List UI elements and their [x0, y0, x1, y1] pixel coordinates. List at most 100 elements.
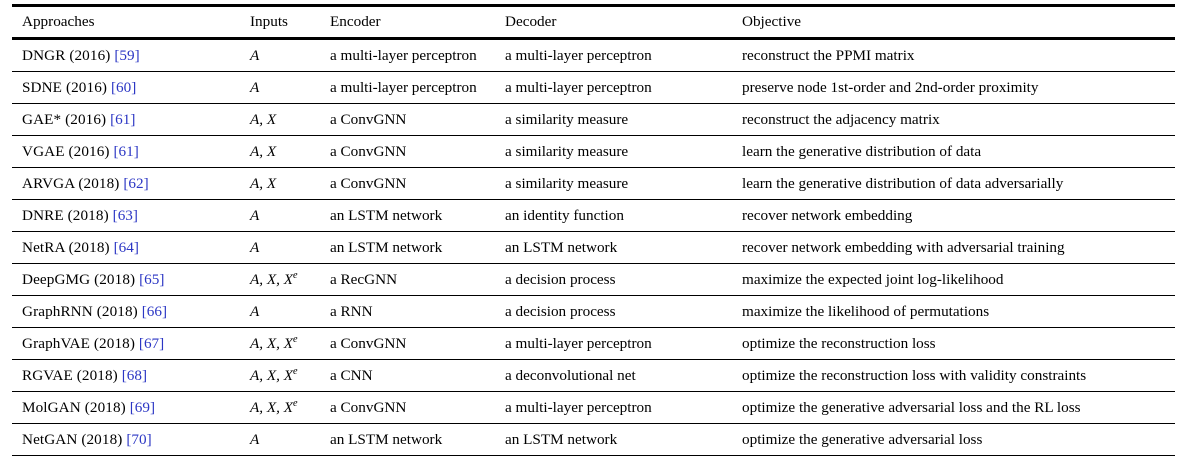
cell-approach: RGVAE (2018) [68] [12, 359, 240, 392]
cell-decoder: a multi-layer perceptron [495, 327, 732, 360]
cell-decoder: a similarity measure [495, 135, 732, 168]
inputs-math: A, X, Xe [250, 365, 298, 384]
approach-name: SDNE (2016) [22, 79, 111, 96]
cell-decoder: a similarity measure [495, 167, 732, 200]
approach-name: GraphRNN (2018) [22, 303, 142, 320]
cell-encoder: a multi-layer perceptron [320, 38, 495, 72]
inputs-math: A, X [250, 175, 277, 192]
inputs-math: A, X, Xe [250, 333, 298, 352]
cell-objective: maximize the likelihood of permutations [732, 295, 1175, 328]
cell-encoder: an LSTM network [320, 423, 495, 456]
cell-approach: MolGAN (2018) [69] [12, 391, 240, 424]
inputs-math: A [250, 79, 260, 96]
citation-link[interactable]: [67] [138, 335, 165, 352]
cell-objective: optimize the reconstruction loss with va… [732, 359, 1175, 392]
cell-encoder: a ConvGNN [320, 103, 495, 136]
cell-encoder: a ConvGNN [320, 135, 495, 168]
cell-inputs: A, X, Xe [240, 263, 320, 296]
cell-encoder: a ConvGNN [320, 167, 495, 200]
cell-encoder: a RecGNN [320, 263, 495, 296]
cell-encoder: a RNN [320, 295, 495, 328]
inputs-math: A, X [250, 111, 277, 128]
table-container: Approaches Inputs Encoder Decoder Object… [12, 4, 1175, 456]
approach-name: MolGAN (2018) [22, 399, 130, 416]
citation-link[interactable]: [59] [114, 47, 140, 64]
citation-link[interactable]: [64] [113, 239, 139, 256]
approach-name: DNGR (2016) [22, 47, 115, 64]
cell-inputs: A, X, Xe [240, 327, 320, 360]
cell-decoder: a decision process [495, 263, 732, 296]
citation-link[interactable]: [61] [113, 143, 139, 160]
approach-name: GAE* (2016) [22, 111, 111, 128]
approach-name: DNRE (2018) [22, 207, 113, 224]
cell-approach: DNRE (2018) [63] [12, 199, 240, 232]
citation-link[interactable]: [60] [110, 79, 137, 96]
cell-encoder: a CNN [320, 359, 495, 392]
citation-link[interactable]: [65] [139, 271, 165, 288]
inputs-math: A [250, 303, 260, 320]
cell-decoder: a deconvolutional net [495, 359, 732, 392]
cell-inputs: A [240, 423, 320, 456]
table-header: Approaches Inputs Encoder Decoder Object… [12, 4, 1175, 40]
citation-link[interactable]: [62] [123, 175, 149, 192]
column-header-objective: Objective [732, 4, 1175, 40]
cell-decoder: a multi-layer perceptron [495, 38, 732, 72]
cell-decoder: a multi-layer perceptron [495, 71, 732, 104]
approach-name: NetRA (2018) [22, 239, 114, 256]
cell-objective: optimize the generative adversarial loss [732, 423, 1175, 456]
cell-approach: SDNE (2016) [60] [12, 71, 240, 104]
approach-name: NetGAN (2018) [22, 431, 127, 448]
citation-link[interactable]: [61] [110, 111, 136, 128]
cell-approach: GraphRNN (2018) [66] [12, 295, 240, 328]
approach-name: GraphVAE (2018) [22, 335, 139, 352]
inputs-math: A [250, 47, 260, 64]
cell-approach: GAE* (2016) [61] [12, 103, 240, 136]
cell-inputs: A, X [240, 167, 320, 200]
cell-inputs: A [240, 295, 320, 328]
citation-link[interactable]: [66] [141, 303, 168, 320]
inputs-math: A [250, 239, 260, 256]
citation-link[interactable]: [70] [126, 431, 152, 448]
cell-inputs: A [240, 38, 320, 72]
citation-link[interactable]: [68] [121, 367, 148, 384]
cell-objective: preserve node 1st-order and 2nd-order pr… [732, 71, 1175, 104]
inputs-math: A, X, Xe [250, 269, 298, 288]
approach-name: RGVAE (2018) [22, 367, 122, 384]
cell-objective: learn the generative distribution of dat… [732, 167, 1175, 200]
cell-encoder: a multi-layer perceptron [320, 71, 495, 104]
inputs-math: A, X, Xe [250, 397, 298, 416]
cell-decoder: an LSTM network [495, 423, 732, 456]
column-header-encoder: Encoder [320, 4, 495, 40]
cell-decoder: a similarity measure [495, 103, 732, 136]
cell-decoder: an LSTM network [495, 231, 732, 264]
cell-inputs: A [240, 231, 320, 264]
cell-approach: NetGAN (2018) [70] [12, 423, 240, 456]
cell-approach: VGAE (2016) [61] [12, 135, 240, 168]
inputs-math: A [250, 431, 260, 448]
cell-encoder: an LSTM network [320, 199, 495, 232]
cell-approach: DeepGMG (2018) [65] [12, 263, 240, 296]
approach-name: DeepGMG (2018) [22, 271, 140, 288]
cell-objective: reconstruct the PPMI matrix [732, 38, 1175, 72]
cell-objective: optimize the generative adversarial loss… [732, 391, 1175, 424]
table-header-row: Approaches Inputs Encoder Decoder Object… [12, 4, 1175, 40]
cell-inputs: A, X [240, 135, 320, 168]
approach-name: ARVGA (2018) [22, 175, 124, 192]
approach-name: VGAE (2016) [22, 143, 114, 160]
citation-link[interactable]: [63] [112, 207, 138, 224]
column-header-inputs: Inputs [240, 4, 320, 40]
citation-link[interactable]: [69] [129, 399, 156, 416]
cell-inputs: A [240, 71, 320, 104]
cell-decoder: a multi-layer perceptron [495, 391, 732, 424]
